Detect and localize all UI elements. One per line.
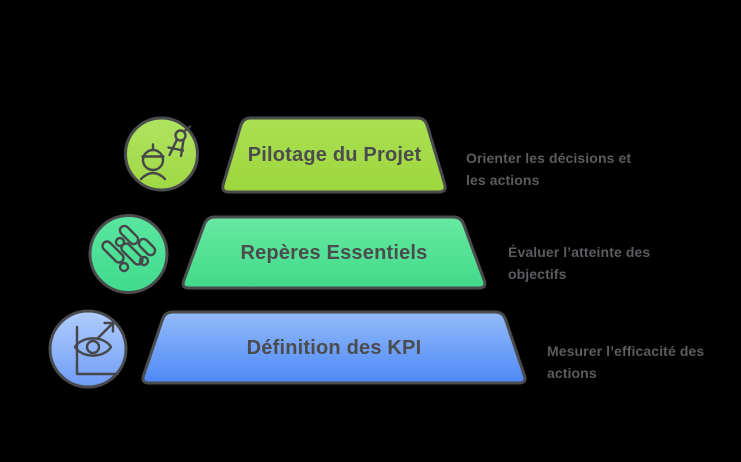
engineer-compass-icon bbox=[139, 125, 192, 181]
level-2-shape bbox=[181, 215, 487, 290]
level-3-shape bbox=[141, 310, 527, 385]
level-2-icon-circle bbox=[88, 214, 169, 294]
level-1-shape bbox=[221, 116, 447, 194]
level-3-label: Définition des KPI bbox=[246, 337, 422, 359]
annotation-line: Mesurer l’efficacité des bbox=[547, 343, 705, 359]
annotation-line: actions bbox=[547, 365, 597, 381]
milestones-icon bbox=[101, 224, 157, 273]
level-2-annotation: Évaluer l’atteinte des objectifs bbox=[508, 241, 723, 285]
kpi-eye-icon bbox=[73, 321, 120, 376]
annotation-line: objectifs bbox=[508, 266, 567, 282]
level-3-annotation: Mesurer l’efficacité des actions bbox=[547, 340, 741, 384]
level-1-annotation: Orienter les décisions et les actions bbox=[466, 147, 681, 191]
annotation-line: Évaluer l’atteinte des bbox=[508, 244, 651, 260]
annotation-line: Orienter les décisions et bbox=[466, 150, 632, 166]
annotation-line: les actions bbox=[466, 172, 540, 188]
level-2-label: Repères Essentiels bbox=[240, 242, 428, 264]
level-1-label: Pilotage du Projet bbox=[247, 144, 422, 166]
